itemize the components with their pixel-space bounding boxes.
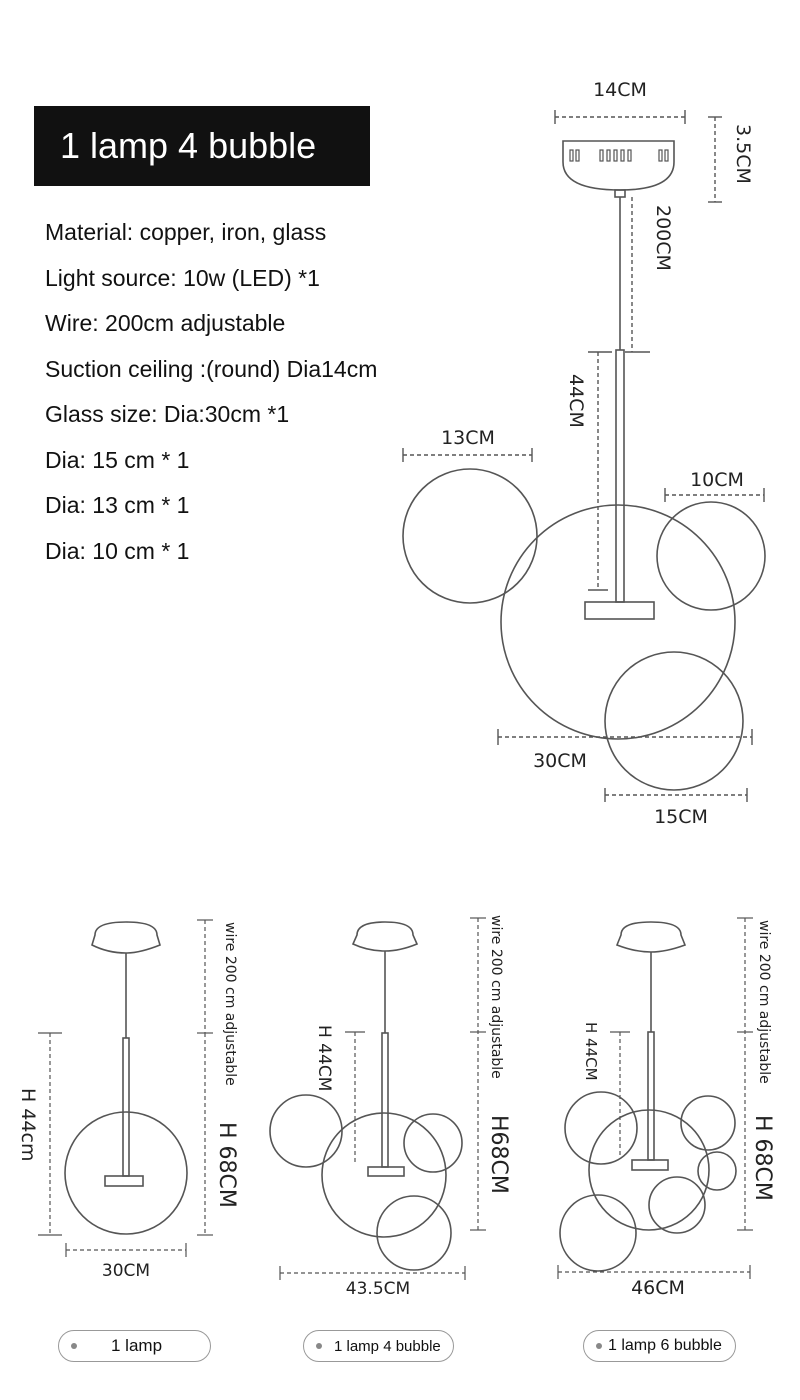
dim-bubble-30: 30CM: [533, 750, 587, 772]
v1-height-short: H 44cm: [17, 1088, 39, 1161]
canopy-shape: [562, 140, 675, 191]
spec-list: Material: copper, iron, glass Light sour…: [45, 210, 377, 574]
main-lamp-drawing: [402, 140, 766, 791]
dim-canopy-width: 14CM: [593, 79, 647, 101]
spec-dia-13: Dia: 13 cm * 1: [45, 492, 190, 518]
bubble-10: [656, 501, 766, 611]
spec-material: Material: copper, iron, glass: [45, 219, 327, 245]
main-dimension-lines: [403, 116, 764, 796]
bubble-30: [500, 504, 736, 740]
v3-height-total: H 68CM: [750, 1115, 775, 1201]
spec-light-source: Light source: 10w (LED) *1: [45, 264, 320, 291]
dim-wire-length: 200CM: [652, 205, 674, 271]
rod-shape: [615, 349, 625, 603]
bullet-icon: [596, 1343, 602, 1349]
cord-grip: [614, 189, 626, 198]
bubble-15: [604, 651, 744, 791]
title-banner: 1 lamp 4 bubble: [34, 106, 370, 186]
spec-dia-10: Dia: 10 cm * 1: [45, 537, 190, 564]
dim-bubble-15: 15CM: [654, 806, 708, 828]
v3-width: 46CM: [631, 1277, 685, 1299]
v2-height-short: H 44CM: [314, 1025, 334, 1091]
variant-tab-label: 1 lamp: [111, 1336, 163, 1355]
v3-height-short: H 44CM: [582, 1022, 600, 1081]
bullet-icon: [71, 1343, 77, 1349]
spec-dia-15: Dia: 15 cm * 1: [45, 446, 190, 473]
spec-glass-size: Glass size: Dia:30cm *1: [45, 401, 290, 427]
v2-height-total: H68CM: [486, 1115, 511, 1194]
dim-bubble-10: 10CM: [690, 469, 744, 491]
variant-2-drawing: [269, 917, 486, 1280]
v3-wire-label: wire 200 cm adjustable: [756, 920, 772, 1084]
v2-wire-label: wire 200 cm adjustable: [488, 915, 504, 1079]
bubble-13: [402, 468, 538, 604]
main-dimension-ticks: [402, 110, 765, 802]
title-text: 1 lamp 4 bubble: [60, 125, 317, 166]
variant-tab-label: 1 lamp 4 bubble: [334, 1337, 441, 1355]
lamp-head: [584, 601, 655, 620]
dim-rod-height: 44CM: [565, 374, 587, 428]
variant-tab-4-bubble[interactable]: 1 lamp 4 bubble: [303, 1330, 454, 1362]
dim-canopy-height: 3.5CM: [732, 124, 754, 184]
variant-tab-6-bubble[interactable]: 1 lamp 6 bubble: [583, 1330, 736, 1362]
canopy-vents: [569, 149, 669, 162]
v1-width: 30CM: [102, 1261, 150, 1281]
v1-height-total: H 68CM: [214, 1122, 239, 1208]
variant-tab-label: 1 lamp 6 bubble: [608, 1337, 722, 1354]
variant-tab-1-lamp[interactable]: 1 lamp: [58, 1330, 211, 1362]
v2-width: 43.5CM: [346, 1279, 410, 1299]
variant-3-drawing: [557, 917, 753, 1279]
v1-wire-label: wire 200 cm adjustable: [222, 922, 238, 1086]
spec-ceiling: Suction ceiling :(round) Dia14cm: [45, 355, 378, 382]
bullet-icon: [316, 1343, 322, 1349]
variant-1-drawing: [38, 919, 213, 1257]
dim-bubble-13: 13CM: [441, 427, 495, 449]
spec-wire: Wire: 200cm adjustable: [45, 310, 286, 336]
